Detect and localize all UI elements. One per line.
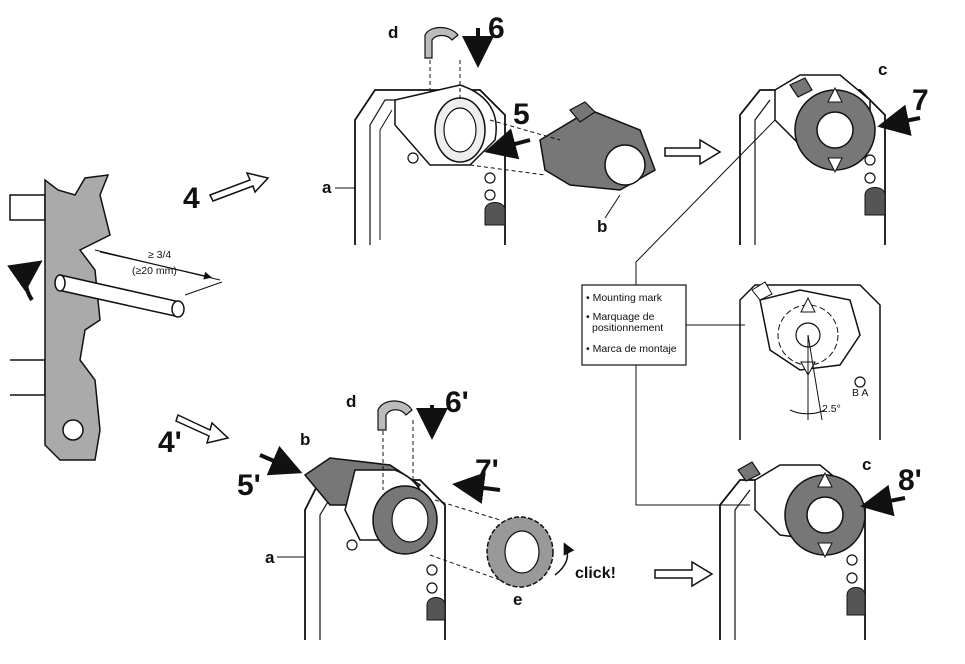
label-a-top: a bbox=[322, 178, 332, 197]
label-b-top: b bbox=[597, 217, 607, 236]
step-5-prime-label: 5' bbox=[237, 469, 261, 502]
actuator-bottom-right bbox=[719, 461, 906, 640]
dimension-ratio-label: ≥ 3/4 bbox=[148, 249, 171, 261]
step-8-prime-label: 8' bbox=[898, 464, 922, 497]
mounting-mark-detail bbox=[739, 281, 881, 440]
step-7-label: 7 bbox=[912, 84, 929, 117]
click-label: click! bbox=[575, 565, 616, 582]
mounting-mark-legend: • Mounting mark • Marquage de positionne… bbox=[581, 284, 687, 366]
label-b-bottom: b bbox=[300, 430, 310, 449]
step-7-prime-label: 7' bbox=[475, 454, 499, 487]
actuator-top-right bbox=[739, 74, 921, 245]
label-d-top: d bbox=[388, 23, 398, 42]
legend-item-2b: positionnement bbox=[592, 322, 663, 334]
actuator-bottom-center bbox=[259, 400, 575, 640]
shaft-bracket-illustration bbox=[7, 174, 223, 461]
legend-item-3: • Marca de montaje bbox=[586, 343, 677, 355]
label-d-bottom: d bbox=[346, 392, 356, 411]
label-a-bottom: a bbox=[265, 548, 275, 567]
detail-angle-label: 2.5° bbox=[822, 403, 841, 415]
detail-marks-label: B A bbox=[852, 387, 868, 399]
actuator-top-center bbox=[354, 26, 656, 245]
label-c-bottom: c bbox=[862, 455, 871, 474]
legend-item-1: • Mounting mark bbox=[586, 292, 663, 304]
step-5-label: 5 bbox=[513, 98, 530, 131]
label-e: e bbox=[513, 590, 522, 609]
legend-connectors bbox=[635, 119, 776, 506]
step-6-prime-label: 6' bbox=[445, 386, 469, 419]
step-6-label: 6 bbox=[488, 12, 505, 45]
step-4-label: 4 bbox=[183, 182, 200, 215]
dimension-length-label: (≥20 mm) bbox=[132, 265, 177, 277]
hollow-arrows bbox=[175, 138, 722, 588]
legend-item-2: • Marquage de bbox=[586, 311, 655, 323]
step-4-prime-label: 4' bbox=[158, 426, 182, 459]
label-c-top: c bbox=[878, 60, 887, 79]
